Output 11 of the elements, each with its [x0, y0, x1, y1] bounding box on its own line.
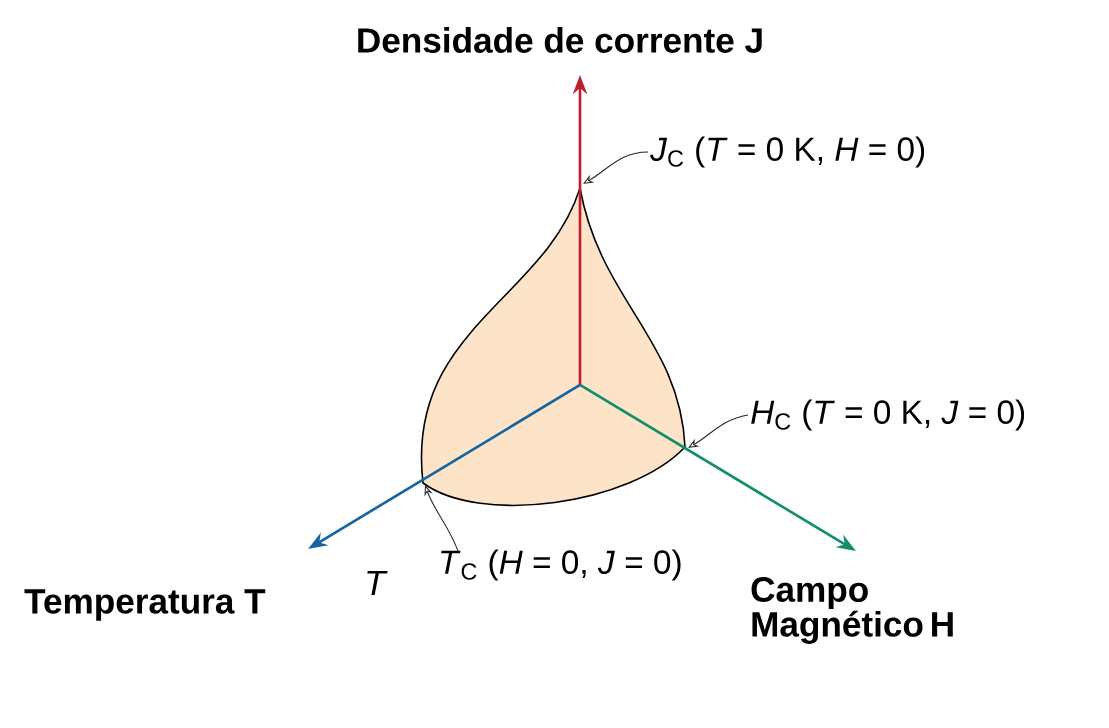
critical-surface [420, 187, 686, 506]
leader-line [424, 485, 460, 553]
axis-label: Temperatura T [24, 589, 266, 621]
leader-line [688, 414, 749, 448]
formula-label: J$_{C}$ (T = 0 K, H = 0) [650, 136, 925, 168]
axis-label: Densidade de corrente J [358, 27, 762, 53]
formula-label: H$_{C}$ (T = 0 K, J = 0) [751, 399, 1025, 431]
formula-label: T$_{C}$ (H = 0, J = 0) [441, 549, 681, 581]
axis-label: T [367, 570, 388, 596]
axis-label: Campo Magnético H [751, 577, 953, 644]
leader-line [583, 151, 649, 184]
